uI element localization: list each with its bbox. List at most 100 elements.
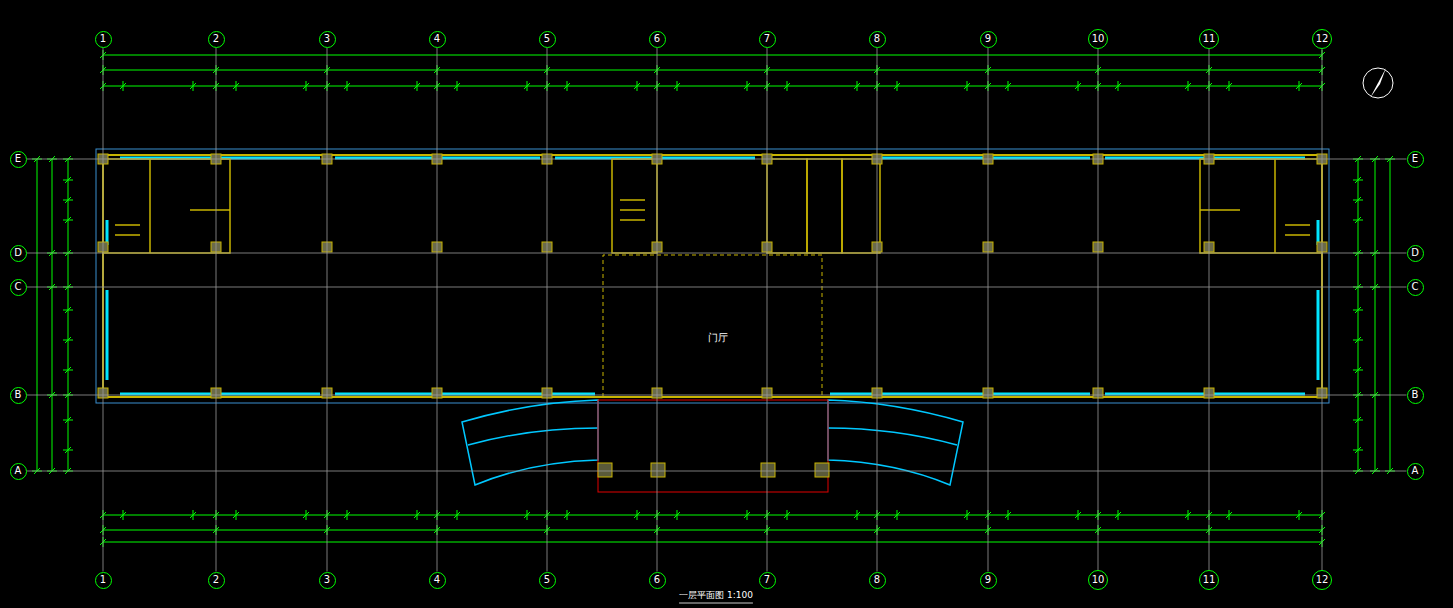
dimension-line (103, 542, 1322, 543)
axis-label: 3 (324, 34, 330, 44)
north-arrow (1363, 68, 1393, 98)
extension-line (347, 81, 348, 91)
axis-bubble: 1 (95, 572, 112, 589)
extension-line (1353, 450, 1363, 451)
axis-bubble: 7 (759, 572, 776, 589)
axis-bubble: 5 (539, 572, 556, 589)
axis-label: 1 (100, 34, 106, 44)
extension-line (747, 510, 748, 520)
axis-label: 4 (434, 34, 440, 44)
extension-line (63, 310, 73, 311)
axis-label: 9 (985, 34, 991, 44)
axis-bubble: 10 (1088, 29, 1108, 49)
extension-line (63, 340, 73, 341)
axis-bubble: 3 (319, 31, 336, 48)
axis-label: B (1412, 390, 1419, 400)
extension-line (1299, 510, 1300, 520)
axis-label: 7 (764, 34, 770, 44)
extension-line (306, 81, 307, 91)
extension-line (1353, 340, 1363, 341)
extension-line (1078, 510, 1079, 520)
axis-bubble: D (1407, 245, 1424, 262)
extension-line (306, 510, 307, 520)
axis-bubble: 4 (429, 31, 446, 48)
extension-line (417, 81, 418, 91)
dimension-line (1358, 159, 1359, 471)
axis-label: 3 (324, 575, 330, 585)
room-label: 门厅 (706, 332, 730, 344)
dimension-line (37, 159, 38, 471)
axis-bubble: 6 (649, 572, 666, 589)
extension-line (1008, 510, 1009, 520)
axis-label: 8 (874, 34, 880, 44)
extension-line (677, 81, 678, 91)
axis-bubble: 8 (869, 572, 886, 589)
extension-line (63, 370, 73, 371)
extension-line (1353, 180, 1363, 181)
axis-label: 12 (1316, 34, 1329, 44)
axis-bubble: D (10, 245, 27, 262)
extension-line (63, 420, 73, 421)
extension-line (63, 220, 73, 221)
extension-line (417, 510, 418, 520)
axis-bubble: 10 (1088, 570, 1108, 590)
axis-line (988, 48, 989, 572)
axis-bubble: A (1407, 463, 1424, 480)
axis-label: D (14, 248, 22, 258)
extension-line (457, 81, 458, 91)
axis-bubble: 2 (208, 31, 225, 48)
outer-wall (103, 155, 1322, 397)
axis-label: 2 (213, 34, 219, 44)
extension-line (1353, 420, 1363, 421)
extension-line (857, 510, 858, 520)
extension-line (123, 510, 124, 520)
axis-label: D (1411, 248, 1419, 258)
axis-line (27, 395, 1407, 396)
extension-line (193, 81, 194, 91)
axis-line (437, 48, 438, 572)
extension-line (1353, 310, 1363, 311)
axis-label: B (15, 390, 22, 400)
extension-line (787, 510, 788, 520)
extension-line (123, 81, 124, 91)
dimension-line (103, 530, 1322, 531)
axis-bubble: 4 (429, 572, 446, 589)
dimension-line (103, 70, 1322, 71)
axis-label: 1 (100, 575, 106, 585)
axis-line (767, 48, 768, 572)
axis-label: 4 (434, 575, 440, 585)
axis-label: C (15, 282, 22, 292)
extension-line (1353, 370, 1363, 371)
extension-line (747, 81, 748, 91)
extension-line (1299, 81, 1300, 91)
axis-label: 9 (985, 575, 991, 585)
axis-bubble: C (1407, 279, 1424, 296)
axis-line (27, 287, 1407, 288)
caption-underline (679, 603, 753, 604)
dimension-line (1390, 159, 1391, 471)
axis-label: 10 (1092, 34, 1105, 44)
axis-label: 11 (1203, 575, 1216, 585)
axis-bubble: 3 (319, 572, 336, 589)
axis-label: E (15, 154, 21, 164)
axis-bubble: 11 (1199, 570, 1219, 590)
extension-line (1118, 510, 1119, 520)
extension-line (1078, 81, 1079, 91)
axis-line (27, 471, 1407, 472)
axis-line (27, 253, 1407, 254)
axis-line (103, 48, 104, 572)
drawing-caption: 一层平面图 1:100 (679, 590, 753, 601)
axis-line (547, 48, 548, 572)
axis-bubble: B (1407, 387, 1424, 404)
entrance-columns (598, 463, 829, 477)
windows (107, 158, 1318, 394)
axis-bubble: 12 (1312, 570, 1332, 590)
extension-line (677, 510, 678, 520)
dimension-lines (32, 50, 1395, 547)
axis-bubble: 5 (539, 31, 556, 48)
extension-line (567, 81, 568, 91)
axis-label: E (1412, 154, 1418, 164)
extension-line (1118, 81, 1119, 91)
